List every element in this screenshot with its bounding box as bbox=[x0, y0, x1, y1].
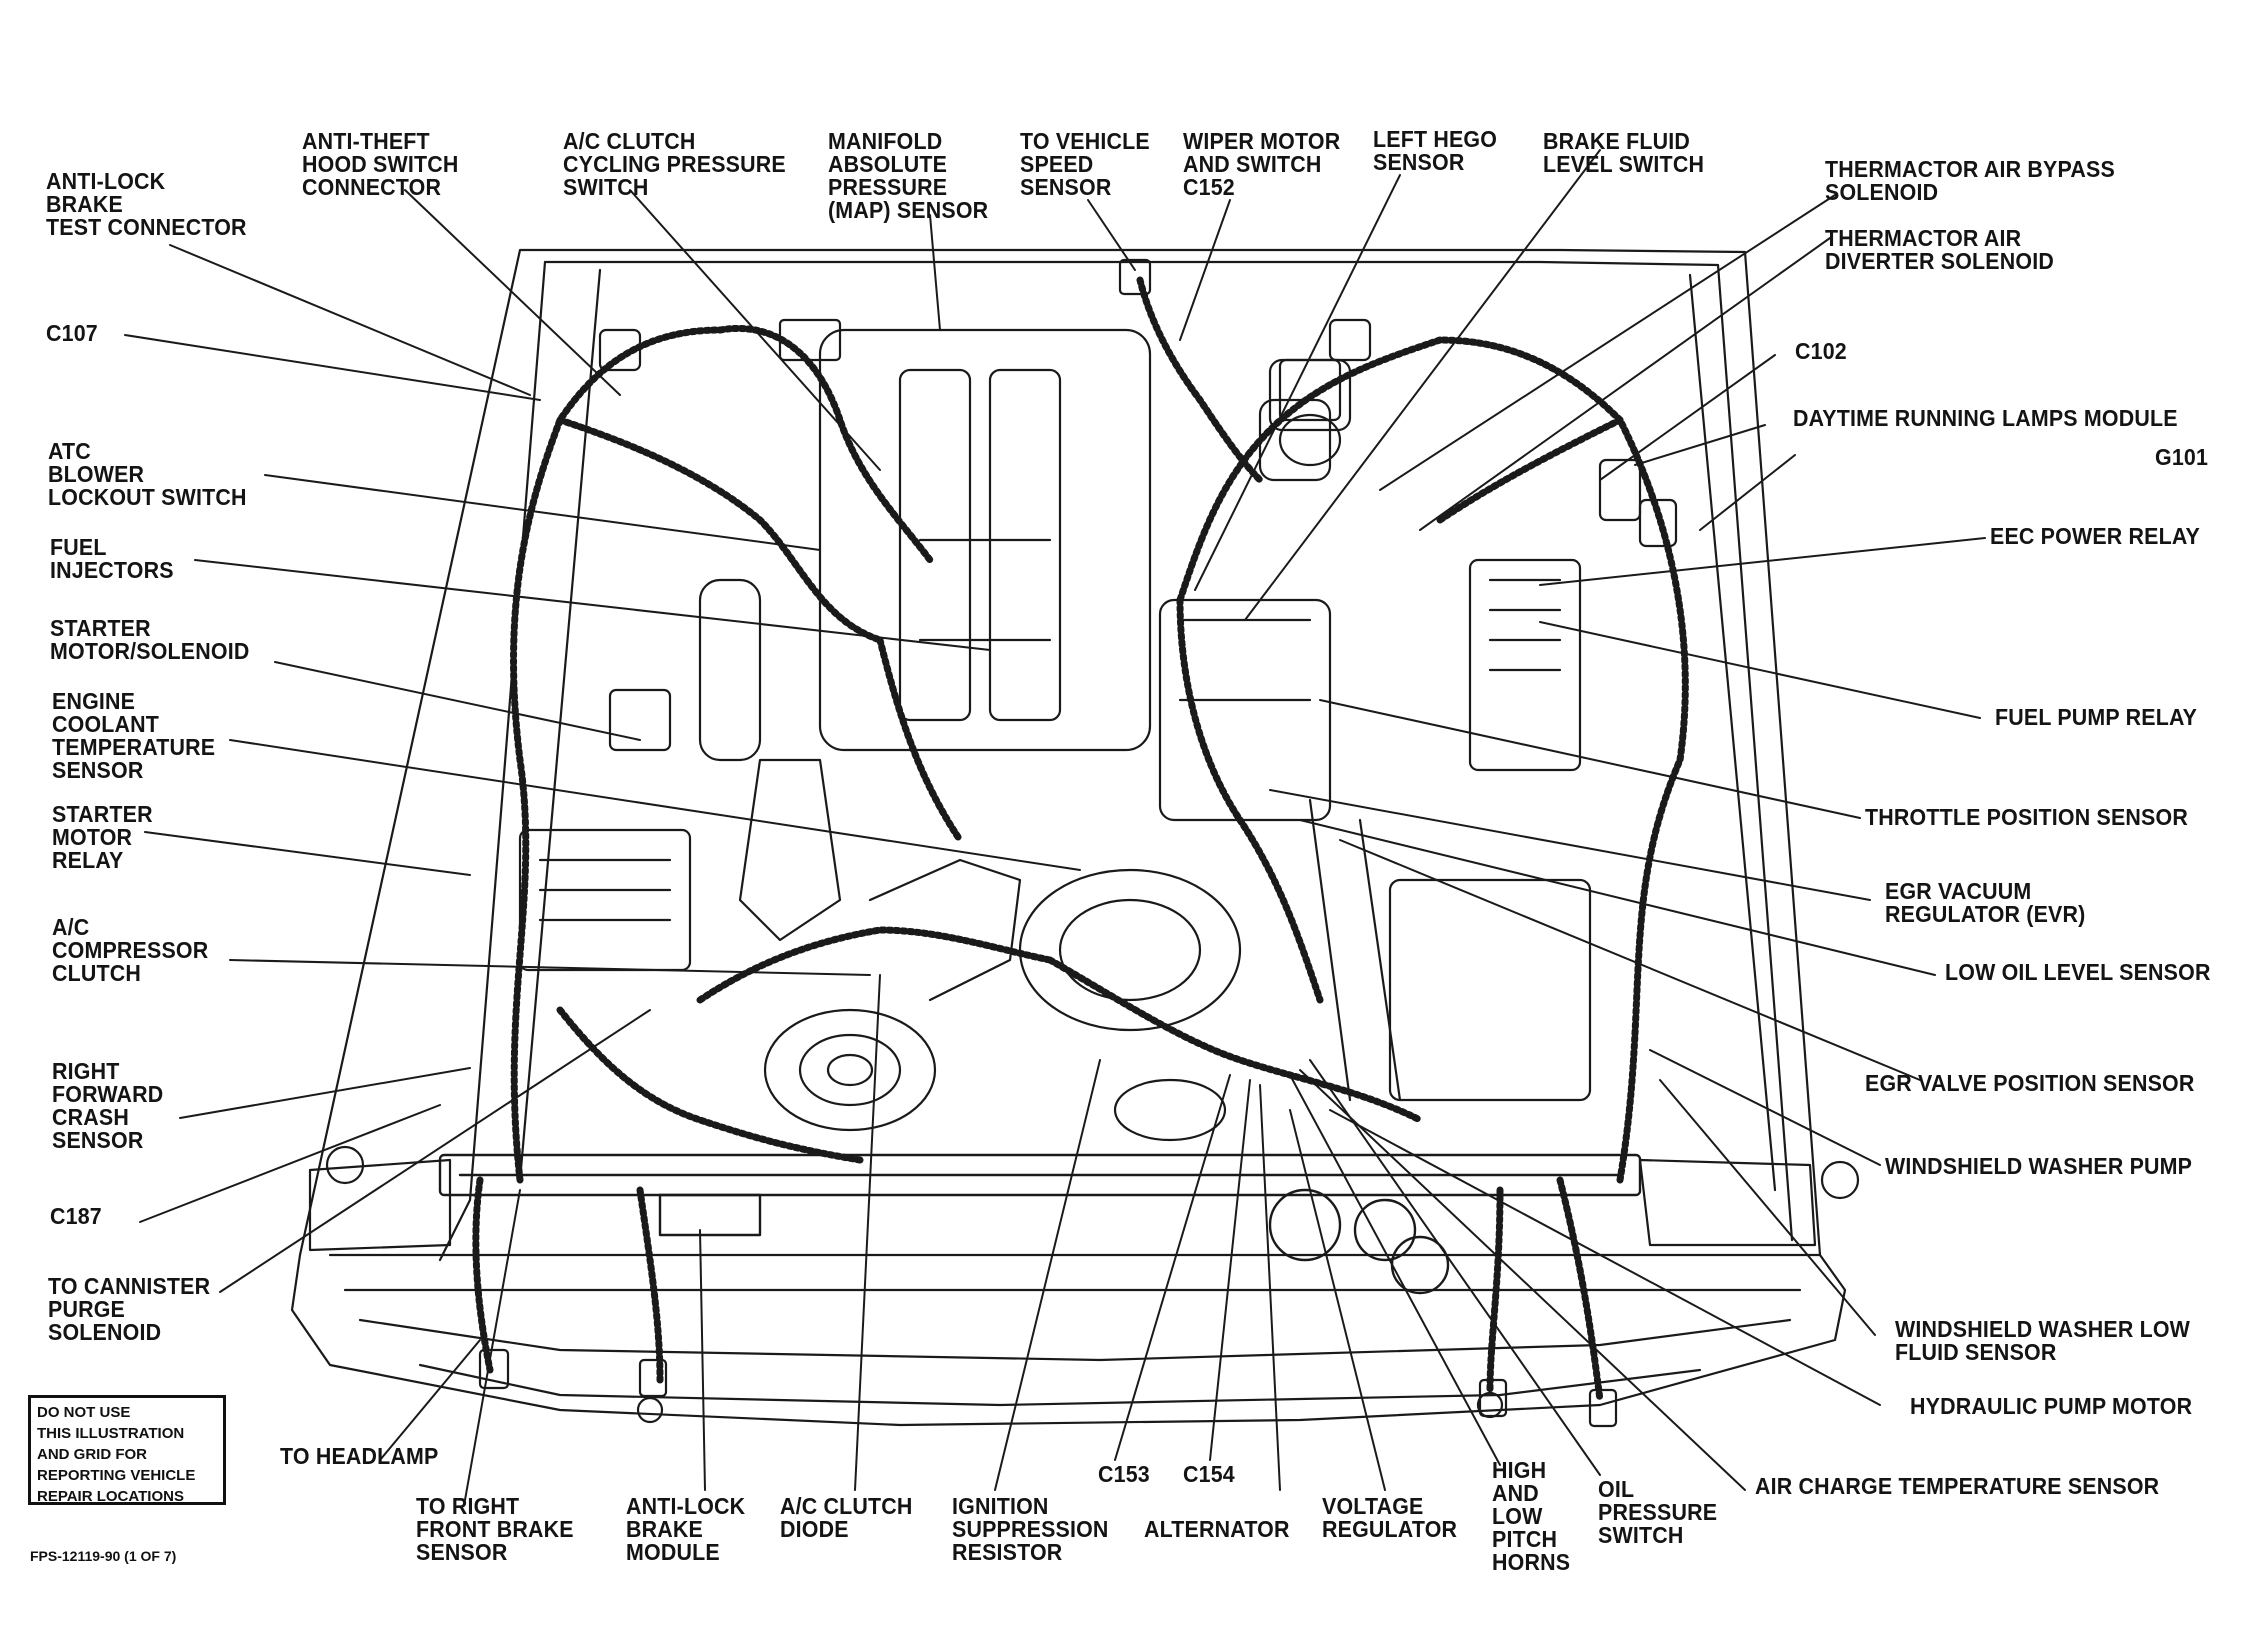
label-ac-clutch-cycling-pressure-switch: A/C CLUTCH CYCLING PRESSURE SWITCH bbox=[563, 128, 786, 200]
label-ac-compressor-clutch: A/C COMPRESSOR CLUTCH bbox=[52, 914, 209, 986]
label-to-cannister-purge-solenoid: TO CANNISTER PURGE SOLENOID bbox=[48, 1273, 211, 1345]
label-atc-blower-lockout-switch: ATC BLOWER LOCKOUT SWITCH bbox=[48, 438, 247, 510]
label-thermactor-air-bypass-solenoid: THERMACTOR AIR BYPASS SOLENOID bbox=[1825, 156, 2115, 205]
label-starter-motor-relay: STARTER MOTOR RELAY bbox=[52, 801, 153, 873]
figure-id: FPS-12119-90 (1 OF 7) bbox=[30, 1548, 177, 1564]
label-daytime-running-lamps-module: DAYTIME RUNNING LAMPS MODULE bbox=[1793, 405, 2178, 431]
label-thermactor-air-diverter-solenoid: THERMACTOR AIR DIVERTER SOLENOID bbox=[1825, 225, 2054, 274]
leader-lines bbox=[124, 149, 1986, 1501]
label-egr-valve-position-sensor: EGR VALVE POSITION SENSOR bbox=[1865, 1070, 2195, 1096]
label-c102: C102 bbox=[1795, 338, 1847, 364]
label-windshield-washer-low-fluid-sensor: WINDSHIELD WASHER LOW FLUID SENSOR bbox=[1895, 1316, 2191, 1365]
label-engine-coolant-temperature-sensor: ENGINE COOLANT TEMPERATURE SENSOR bbox=[52, 688, 216, 783]
label-fuel-pump-relay: FUEL PUMP RELAY bbox=[1995, 704, 2198, 730]
do-not-use-notice: DO NOT USE THIS ILLUSTRATION AND GRID FO… bbox=[28, 1395, 226, 1505]
label-high-and-low-pitch-horns: HIGH AND LOW PITCH HORNS bbox=[1492, 1457, 1571, 1575]
label-air-charge-temperature-sensor: AIR CHARGE TEMPERATURE SENSOR bbox=[1755, 1473, 2160, 1499]
label-g101: G101 bbox=[2155, 444, 2209, 470]
label-left-hego-sensor: LEFT HEGO SENSOR bbox=[1373, 126, 1498, 175]
label-fuel-injectors: FUEL INJECTORS bbox=[50, 534, 174, 583]
label-c154: C154 bbox=[1183, 1461, 1235, 1487]
battery-and-relay-box bbox=[518, 358, 1582, 972]
radiator-support bbox=[438, 1153, 1642, 1295]
label-anti-theft-hood-switch-connector: ANTI-THEFT HOOD SWITCH CONNECTOR bbox=[302, 128, 459, 200]
label-anti-lock-brake-module: ANTI-LOCK BRAKE MODULE bbox=[626, 1493, 746, 1565]
label-to-headlamp: TO HEADLAMP bbox=[280, 1443, 439, 1469]
label-eec-power-relay: EEC POWER RELAY bbox=[1990, 523, 2201, 549]
label-hydraulic-pump-motor: HYDRAULIC PUMP MOTOR bbox=[1910, 1393, 2193, 1419]
label-c187: C187 bbox=[50, 1203, 102, 1229]
label-wiper-motor-and-switch-c152: WIPER MOTOR AND SWITCH C152 bbox=[1183, 128, 1341, 200]
wiring-harness bbox=[472, 276, 1689, 1404]
label-oil-pressure-switch: OIL PRESSURE SWITCH bbox=[1598, 1476, 1718, 1548]
label-alternator: ALTERNATOR bbox=[1144, 1516, 1290, 1542]
label-ac-clutch-diode: A/C CLUTCH DIODE bbox=[780, 1493, 913, 1542]
label-egr-vacuum-regulator: EGR VACUUM REGULATOR (EVR) bbox=[1885, 878, 2086, 927]
label-right-forward-crash-sensor: RIGHT FORWARD CRASH SENSOR bbox=[52, 1058, 164, 1153]
label-c153: C153 bbox=[1098, 1461, 1150, 1487]
label-ignition-suppression-resistor: IGNITION SUPPRESSION RESISTOR bbox=[952, 1493, 1109, 1565]
label-starter-motor-solenoid: STARTER MOTOR/SOLENOID bbox=[50, 615, 250, 664]
label-manifold-absolute-pressure-sensor: MANIFOLD ABSOLUTE PRESSURE (MAP) SENSOR bbox=[828, 128, 989, 223]
label-to-vehicle-speed-sensor: TO VEHICLE SPEED SENSOR bbox=[1020, 128, 1150, 200]
label-anti-lock-brake-test-connector: ANTI-LOCK BRAKE TEST CONNECTOR bbox=[46, 168, 247, 240]
label-brake-fluid-level-switch: BRAKE FLUID LEVEL SWITCH bbox=[1543, 128, 1705, 177]
label-voltage-regulator: VOLTAGE REGULATOR bbox=[1322, 1493, 1458, 1542]
label-low-oil-level-sensor: LOW OIL LEVEL SENSOR bbox=[1945, 959, 2211, 985]
label-c107: C107 bbox=[46, 320, 98, 346]
label-throttle-position-sensor: THROTTLE POSITION SENSOR bbox=[1865, 804, 2188, 830]
label-windshield-washer-pump: WINDSHIELD WASHER PUMP bbox=[1885, 1153, 2193, 1179]
harness-connectors bbox=[325, 258, 1860, 1428]
label-to-right-front-brake-sensor: TO RIGHT FRONT BRAKE SENSOR bbox=[416, 1493, 574, 1565]
